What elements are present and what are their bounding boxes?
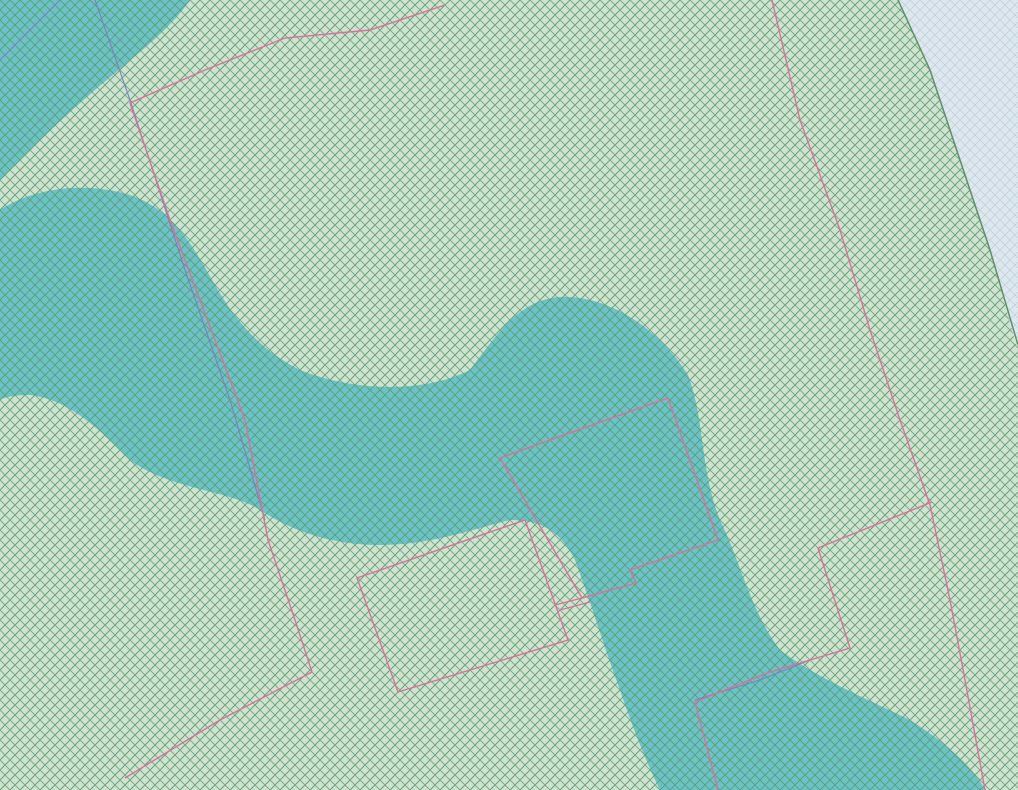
parcel-boundary-east[interactable]	[771, 0, 986, 790]
creek-centerline	[94, 0, 266, 521]
water-hatch-corner	[0, 0, 190, 180]
building-footprint-south[interactable]	[356, 519, 569, 693]
building-connector	[554, 597, 591, 611]
parcel-boundary-southeast[interactable]	[694, 501, 933, 790]
parcel-boundary-main[interactable]	[124, 4, 446, 779]
outside-area	[898, 0, 1018, 345]
zone-boundary-line	[897, 0, 1018, 346]
water-hatch	[0, 187, 985, 790]
creek-centerline-left	[0, 0, 61, 61]
